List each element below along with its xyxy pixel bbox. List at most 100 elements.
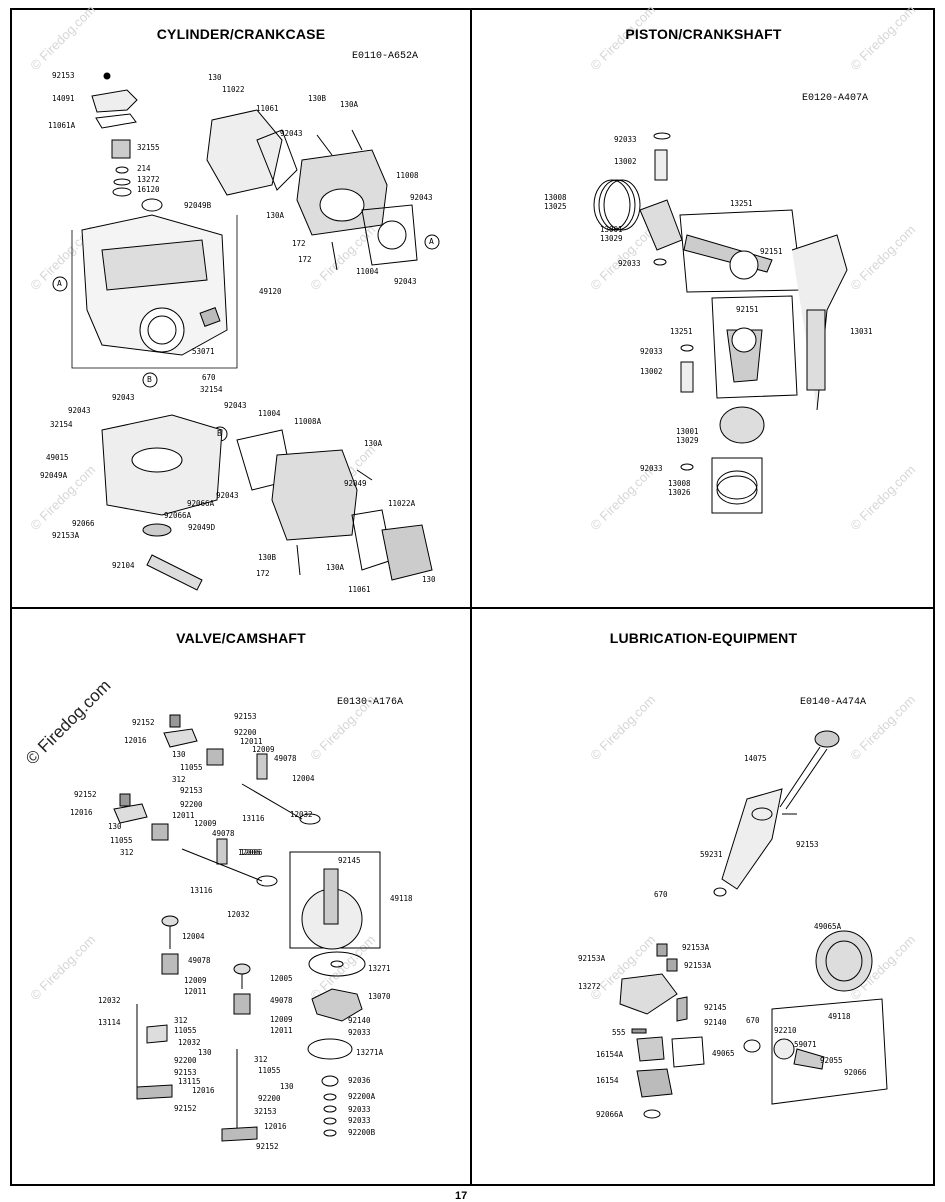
- part-label: 49120: [259, 287, 282, 296]
- part-label: 92033: [348, 1116, 371, 1125]
- part-label: 12011: [184, 987, 207, 996]
- part-label: 12016: [70, 808, 93, 817]
- part-label: 92200B: [348, 1128, 376, 1137]
- part-label: 130: [108, 822, 122, 831]
- part-label: 12004: [292, 774, 315, 783]
- part-label: 12032: [178, 1038, 201, 1047]
- part-label: 12009: [252, 745, 275, 754]
- part-label: 12004: [182, 932, 205, 941]
- panel-title: PISTON/CRANKSHAFT: [625, 26, 782, 42]
- part-label: 12006: [240, 848, 263, 857]
- page-number: 17: [455, 1190, 468, 1202]
- part-label: 13271: [368, 964, 391, 973]
- part-label: 92066A: [187, 499, 215, 508]
- part-label: 92145: [338, 856, 361, 865]
- part-label: 12009: [270, 1015, 293, 1024]
- part-label: 53071: [192, 347, 215, 356]
- part-label: 12011: [270, 1026, 293, 1035]
- marker-a: A: [429, 237, 434, 246]
- part-label: 49065: [712, 1049, 735, 1058]
- marker-b: B: [217, 429, 222, 438]
- part-label: 130A: [340, 100, 359, 109]
- part-label: 92200: [180, 800, 203, 809]
- part-label: 670: [654, 890, 668, 899]
- part-label: 49015: [46, 453, 69, 462]
- part-label: 11055: [180, 763, 203, 772]
- part-label: 13251: [670, 327, 693, 336]
- part-label: 92153A: [682, 943, 710, 952]
- part-label: 12032: [290, 810, 313, 819]
- part-label: 59071: [794, 1040, 817, 1049]
- part-label: 130: [172, 750, 186, 759]
- panel-lubrication-equipment: LUBRICATION-EQUIPMENT E0140-A474A 14075 …: [472, 609, 935, 1186]
- part-label: 49078: [188, 956, 211, 965]
- part-label: 13272: [578, 982, 601, 991]
- panel-title: VALVE/CAMSHAFT: [176, 630, 306, 646]
- part-label: 92049: [344, 479, 367, 488]
- part-label: 13070: [368, 992, 391, 1001]
- part-label: 172: [292, 239, 306, 248]
- part-label: 12016: [264, 1122, 287, 1131]
- part-label: 312: [172, 775, 186, 784]
- part-label: 92066A: [596, 1110, 624, 1119]
- panel-valve-camshaft: VALVE/CAMSHAFT E0130-A176A: [12, 609, 470, 1186]
- part-label: 12011: [172, 811, 195, 820]
- part-label: 92153A: [684, 961, 712, 970]
- part-label: 92200: [234, 728, 257, 737]
- part-label: 13114: [98, 1018, 121, 1027]
- part-label: 16154: [596, 1076, 619, 1085]
- part-label: 214: [137, 164, 151, 173]
- part-label: 13029: [676, 436, 699, 445]
- part-label: 130B: [258, 553, 277, 562]
- part-label: 14075: [744, 754, 767, 763]
- part-label: 12006: [238, 848, 261, 857]
- part-label: 11055: [110, 836, 133, 845]
- part-label: 92210: [774, 1026, 797, 1035]
- part-label: 92049B: [184, 201, 212, 210]
- part-label: 92153: [52, 71, 75, 80]
- piston-crankshaft-drawing: [593, 132, 848, 514]
- part-label: 49078: [270, 996, 293, 1005]
- part-label: 11008A: [294, 417, 322, 426]
- part-label: 92153: [796, 840, 819, 849]
- marker-a: A: [57, 279, 62, 288]
- part-label: 92152: [256, 1142, 279, 1151]
- panel-cylinder-crankcase: CYLINDER/CRANKCASE E0110-A652A: [12, 10, 470, 607]
- part-label: 92043: [216, 491, 239, 500]
- part-label: 11055: [258, 1066, 281, 1075]
- part-label: 13116: [242, 814, 265, 823]
- part-label: 92152: [74, 790, 97, 799]
- panel-title: CYLINDER/CRANKCASE: [156, 26, 326, 42]
- part-label: 92153: [180, 786, 203, 795]
- part-label: 92043: [280, 129, 303, 138]
- part-label: 92140: [704, 1018, 727, 1027]
- part-label: 92033: [618, 259, 641, 268]
- part-label: 13001: [676, 427, 699, 436]
- part-label: 13031: [850, 327, 873, 336]
- part-label: 92066A: [164, 511, 192, 520]
- part-label: 92153A: [52, 531, 80, 540]
- part-label: 92151: [736, 305, 759, 314]
- part-label: 92043: [224, 401, 247, 410]
- part-label: 11061: [348, 585, 371, 594]
- cylinder-crankcase-drawing: [52, 72, 440, 591]
- part-label: 670: [202, 373, 216, 382]
- part-label: 92033: [640, 464, 663, 473]
- part-label: 49118: [390, 894, 413, 903]
- part-label: 11055: [174, 1026, 197, 1035]
- part-label: 13115: [178, 1077, 201, 1086]
- part-label: 13271A: [356, 1048, 384, 1057]
- part-label: 130A: [326, 563, 345, 572]
- part-label: 92153: [234, 712, 257, 721]
- part-label: 92036: [348, 1076, 371, 1085]
- part-label: 92043: [410, 193, 433, 202]
- part-label: 32154: [200, 385, 223, 394]
- part-label: 312: [254, 1055, 268, 1064]
- part-label: 11022A: [388, 499, 416, 508]
- part-label: 13251: [730, 199, 753, 208]
- vertical-divider: [470, 8, 472, 1186]
- part-label: 92043: [394, 277, 417, 286]
- part-label: 130: [422, 575, 436, 584]
- part-label: 92043: [68, 406, 91, 415]
- part-label: 49078: [274, 754, 297, 763]
